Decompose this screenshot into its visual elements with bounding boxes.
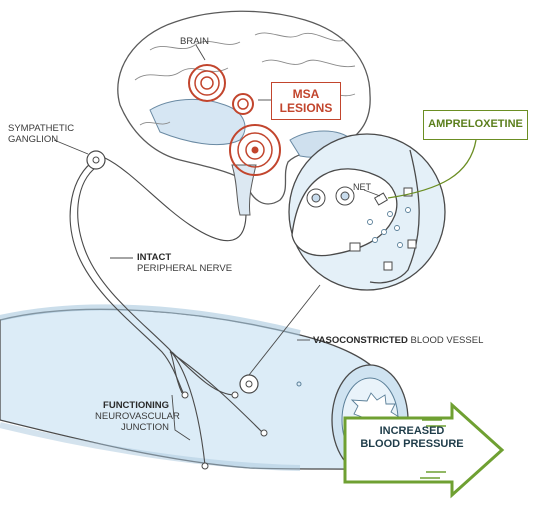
msa-lesion-1 — [188, 64, 226, 102]
msa-label-line1: MSA — [292, 87, 320, 101]
msa-label-line2: LESIONS — [279, 101, 333, 115]
vaso-bold: VASOCONSTRICTED — [313, 335, 408, 346]
bp-line2: BLOOD PRESSURE — [360, 438, 464, 450]
msa-lesions-box: MSA LESIONS — [271, 82, 341, 120]
sympathetic-nerve — [69, 157, 263, 466]
ampreloxetine-label: AMPRELOXETINE — [428, 118, 523, 130]
blood-pressure-arrow — [343, 401, 505, 499]
sympathetic-ganglion-label: SYMPATHETIC GANGLION — [8, 123, 74, 145]
vasoconstricted-label: VASOCONSTRICTED BLOOD VESSEL — [313, 335, 483, 346]
msa-lesion-2 — [232, 93, 254, 115]
sympathetic-line2: GANGLION — [8, 134, 59, 145]
net-label: NET — [353, 182, 371, 192]
functioning-bold: FUNCTIONING — [103, 400, 169, 411]
brain-label: BRAIN — [180, 36, 210, 47]
sympathetic-ganglion — [86, 150, 106, 170]
vaso-rest: BLOOD VESSEL — [407, 335, 484, 346]
intact-bold: INTACT — [137, 252, 172, 263]
functioning-line3: JUNCTION — [120, 422, 169, 433]
neurovascular-junction-marker — [239, 374, 259, 394]
bp-line1: INCREASED — [379, 425, 445, 437]
increased-bp-label: INCREASED BLOOD PRESSURE — [357, 425, 467, 451]
functioning-line2: NEUROVASCULAR — [95, 411, 180, 422]
synapse-zoom — [288, 133, 446, 291]
msa-lesion-3 — [229, 124, 281, 176]
intact-nerve-label: INTACT PERIPHERAL NERVE — [137, 252, 232, 274]
sympathetic-line1: SYMPATHETIC — [8, 123, 75, 134]
functioning-junction-label: FUNCTIONING NEUROVASCULAR JUNCTION — [95, 400, 180, 433]
intact-rest: PERIPHERAL NERVE — [137, 263, 233, 274]
ampreloxetine-box: AMPRELOXETINE — [423, 110, 528, 140]
